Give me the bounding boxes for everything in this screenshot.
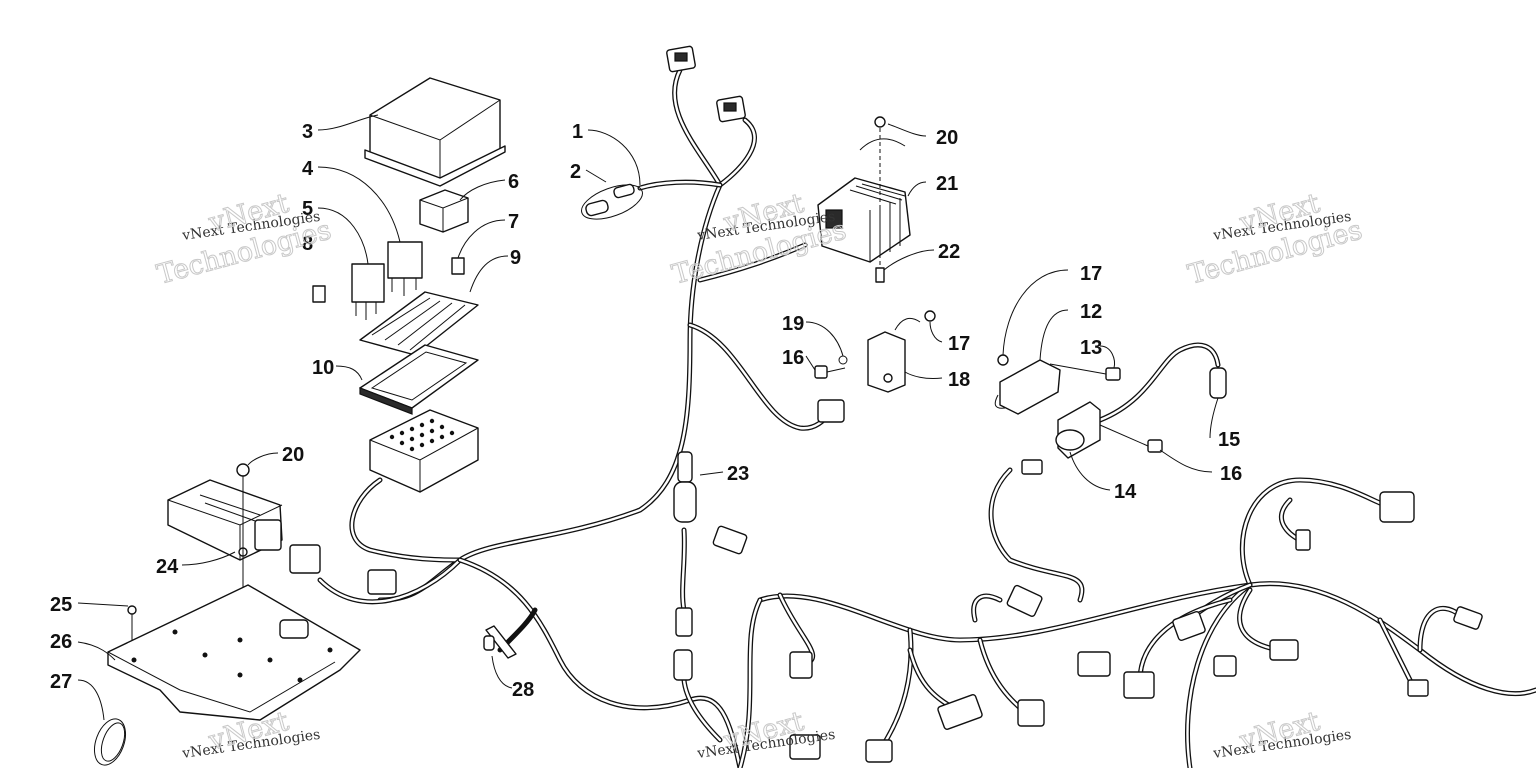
callout-28: 28 [512,679,534,701]
watermarks: vNext Technologies vNext Technologies vN… [153,187,1366,762]
callout-10: 10 [312,357,334,379]
callout-27: 27 [50,671,72,693]
callout-16-right: 16 [1220,463,1242,485]
callout-17-right: 17 [1080,263,1102,285]
callout-4: 4 [302,158,314,180]
callout-8: 8 [302,233,313,255]
control-module-24 [167,463,283,680]
mounting-tray-26 [93,584,361,766]
callout-12: 12 [1080,301,1102,323]
harness-connectors [289,45,1483,763]
callout-15: 15 [1218,429,1240,451]
callout-5: 5 [302,198,313,220]
callout-16-left: 16 [782,347,804,369]
callout-19: 19 [782,313,804,335]
callout-20-top: 20 [936,127,958,149]
ignition-coil-assembly [994,354,1227,475]
callout-20-left: 20 [282,444,304,466]
callout-labels: 1 2 3 4 5 6 7 8 9 10 12 13 14 15 16 16 1… [50,121,1242,701]
wire-tie-and-sleeve [581,183,643,220]
callout-17-left: 17 [948,333,970,355]
callout-24: 24 [156,556,179,578]
voltage-regulator-assembly [817,116,911,283]
callout-18: 18 [948,369,970,391]
callout-13: 13 [1080,337,1102,359]
callout-2: 2 [570,161,581,183]
main-wire-harness [317,67,1536,768]
callout-6: 6 [508,171,519,193]
callout-25: 25 [50,594,72,616]
callout-7: 7 [508,211,519,233]
callout-21: 21 [936,173,958,195]
callout-9: 9 [510,247,521,269]
sensor-23 [673,451,697,681]
bracket-assembly-18 [814,310,936,393]
callout-14: 14 [1114,481,1137,503]
callout-23: 23 [727,463,749,485]
clip-28 [483,625,517,659]
callout-1: 1 [572,121,583,143]
relay-fuse-box-assembly [312,77,506,493]
callout-3: 3 [302,121,313,143]
callout-26: 26 [50,631,72,653]
callout-22: 22 [938,241,960,263]
callout-leader-lines [77,114,1219,721]
